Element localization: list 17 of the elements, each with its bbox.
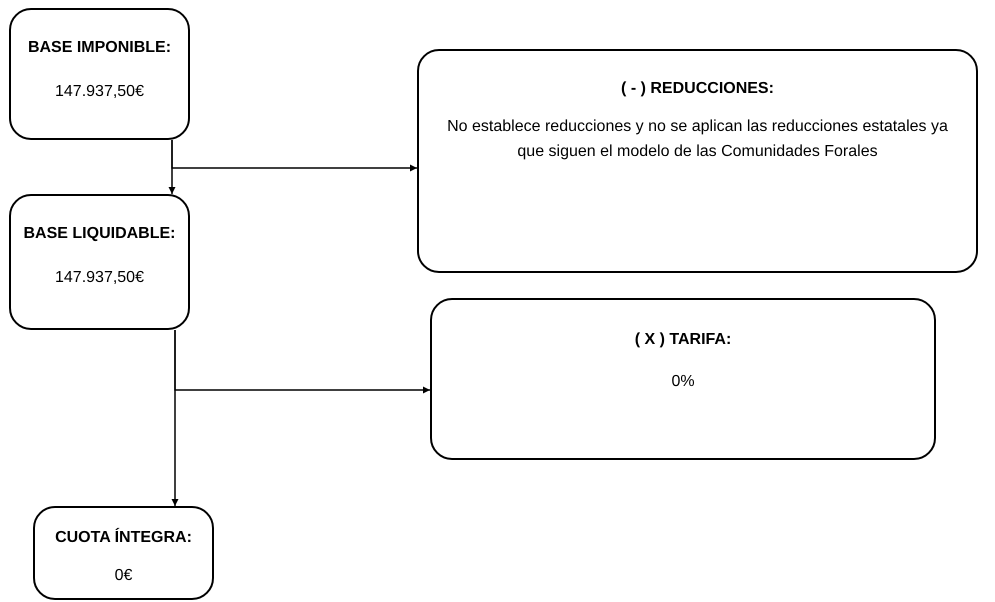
arrow — [172, 330, 178, 506]
box-heading: BASE LIQUIDABLE: — [24, 224, 176, 244]
arrow — [168, 140, 176, 194]
box-value: 0% — [671, 372, 695, 392]
process-box — [417, 49, 978, 273]
box-heading: ( - ) REDUCCIONES: — [621, 79, 774, 99]
box-value: 147.937,50€ — [55, 268, 144, 288]
box-heading: BASE IMPONIBLE: — [28, 38, 172, 58]
process-box — [9, 8, 190, 140]
box-heading: CUOTA ÍNTEGRA: — [55, 528, 192, 548]
box-value: 0€ — [114, 566, 132, 586]
box-value: No establece reducciones y no se aplican las reducciones estatales ya que siguen el modelo de las Comunidades Forales — [446, 116, 949, 162]
process-box — [9, 194, 190, 330]
box-value: 147.937,50€ — [55, 82, 144, 102]
box-heading: ( X ) TARIFA: — [634, 330, 732, 350]
process-box — [430, 298, 936, 460]
process-box — [33, 506, 214, 600]
